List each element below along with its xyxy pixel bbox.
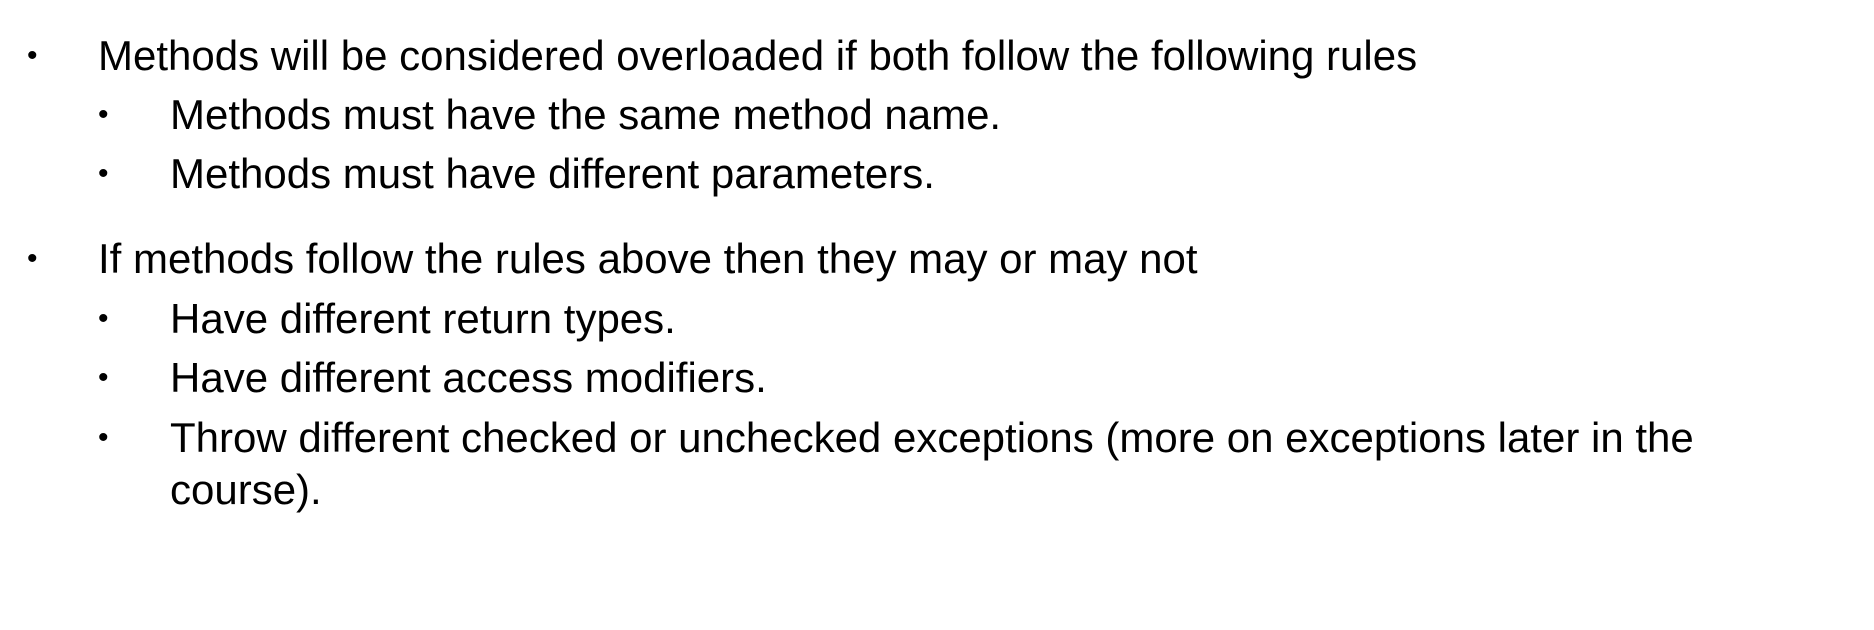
- bullet-point-icon: •: [98, 157, 109, 190]
- sub-bullet-text: Have different return types.: [170, 295, 676, 342]
- bullet-point-icon: •: [27, 39, 38, 72]
- sub-bullet-text: Methods must have the same method name.: [170, 91, 1002, 138]
- bullet-point-icon: •: [27, 242, 38, 275]
- sub-bullet-text: Have different access modifiers.: [170, 354, 767, 401]
- bullet-point-icon: •: [98, 302, 109, 335]
- bullet-text: Methods will be considered overloaded if…: [98, 32, 1418, 79]
- bullet-text: If methods follow the rules above then t…: [98, 235, 1198, 282]
- sub-bullet-text: Throw different checked or unchecked exc…: [170, 414, 1694, 513]
- bullet-point-icon: •: [98, 421, 109, 454]
- bullet-point-icon: •: [98, 98, 109, 131]
- bullet-point-icon: •: [98, 361, 109, 394]
- sub-bullet-text: Methods must have different parameters.: [170, 150, 935, 197]
